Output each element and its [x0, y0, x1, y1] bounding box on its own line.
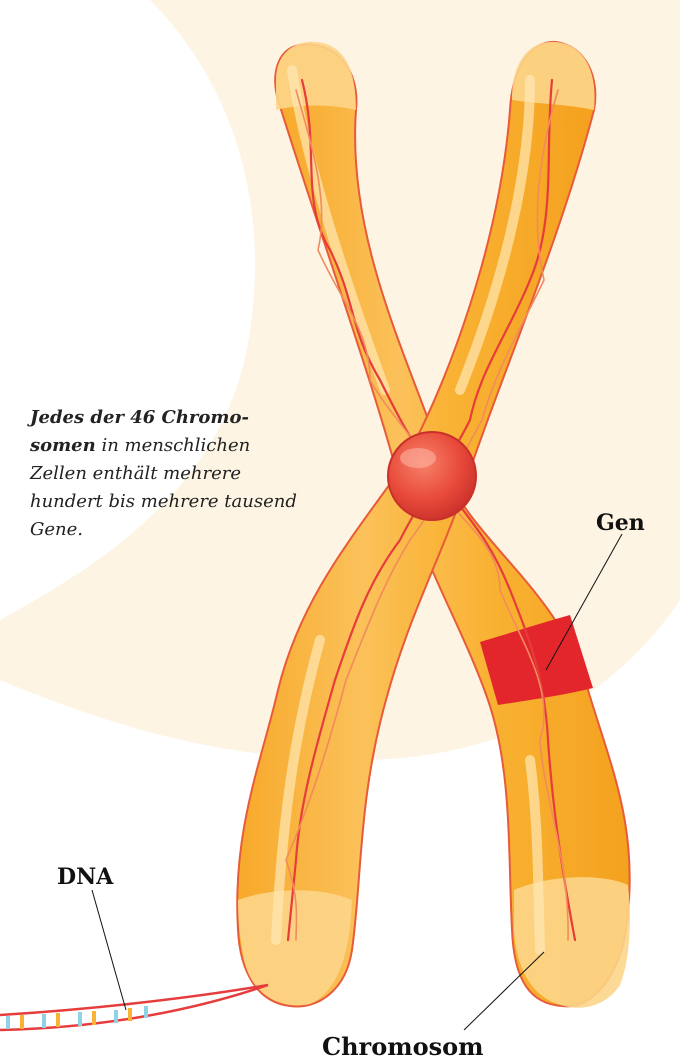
caption-text: Jedes der 46 Chromo-somen in menschliche…	[30, 404, 300, 544]
dna-leader-line	[92, 890, 126, 1010]
dna-strand-outside	[0, 985, 268, 1030]
gene-label: Gen	[596, 510, 645, 536]
dna-label: DNA	[57, 864, 113, 890]
centromere-highlight	[400, 448, 436, 468]
chromosome-label: Chromosom	[322, 1032, 484, 1061]
centromere	[388, 432, 476, 520]
dna-strand-upper	[0, 985, 268, 1015]
